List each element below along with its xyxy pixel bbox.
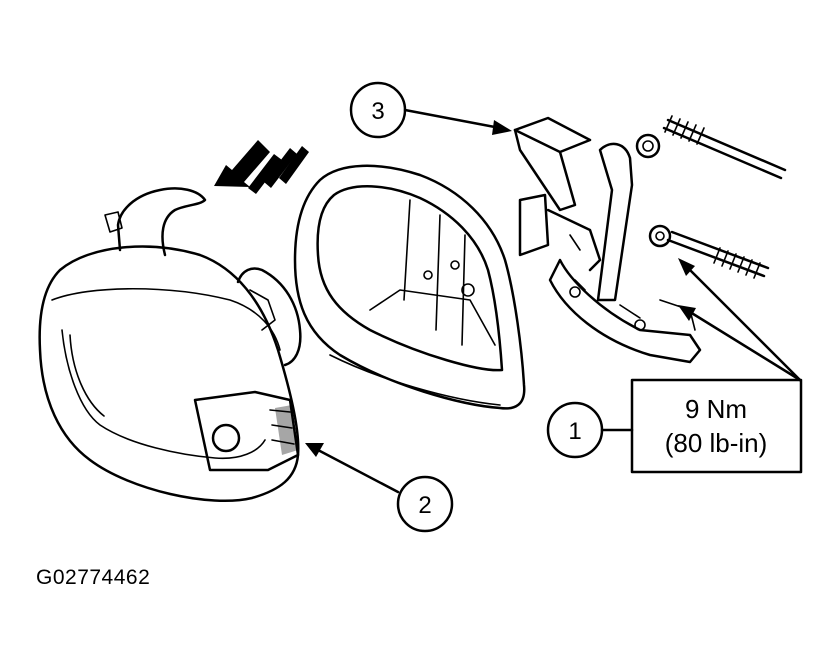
outer-door-handle	[38, 187, 302, 502]
callout-3-label: 3	[371, 98, 384, 125]
leader-torque-lower	[678, 305, 802, 382]
leader-3	[403, 108, 512, 135]
fastener-nut-lower	[648, 224, 672, 248]
leader-torque-upper	[678, 258, 802, 382]
torque-spec-metric: 9 Nm	[685, 394, 747, 424]
fastener-nut-upper	[635, 133, 661, 159]
figure-id: G02774462	[36, 566, 151, 589]
callout-2: 2	[396, 475, 454, 533]
callout-1-label: 1	[568, 418, 581, 445]
leader-2	[305, 443, 400, 494]
callout-2-label: 2	[418, 492, 431, 519]
callout-1: 1	[546, 401, 604, 459]
callout-3: 3	[349, 81, 407, 139]
fastener-rod-lower	[666, 230, 770, 279]
fastener-rod-upper	[662, 115, 787, 180]
torque-spec-imperial: (80 lb-in)	[665, 428, 768, 458]
removal-direction-arrow	[214, 140, 309, 194]
handle-bezel	[293, 164, 526, 410]
torque-spec-box: 9 Nm (80 lb-in)	[630, 378, 803, 474]
latch-bracket	[513, 116, 702, 364]
